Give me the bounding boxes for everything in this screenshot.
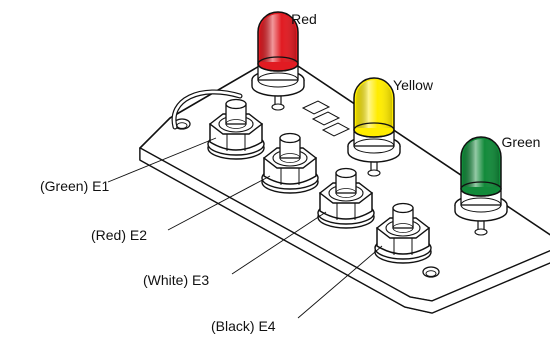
labels: Red Yellow Green (Green) E1 (Red) E2 (Wh… — [40, 11, 540, 334]
terminal-e3 — [317, 167, 375, 229]
terminal-e1 — [207, 98, 265, 160]
lamp-red — [251, 11, 305, 111]
leader-line-e2 — [167, 175, 271, 231]
lamp-label-yellow: Yellow — [393, 77, 434, 93]
terminal-label-e3: (White) E3 — [143, 272, 209, 288]
leader-line-e3 — [231, 211, 327, 275]
leader-line-e1 — [107, 137, 217, 183]
terminals — [207, 98, 432, 264]
lamp-yellow — [347, 77, 401, 177]
lamp-green — [454, 136, 508, 236]
lamp-label-green: Green — [502, 134, 541, 150]
terminal-label-e2: (Red) E2 — [91, 227, 147, 243]
terminal-label-e1: (Green) E1 — [40, 178, 109, 194]
terminal-e4 — [374, 202, 432, 264]
leader-lines — [107, 137, 383, 319]
terminal-label-e4: (Black) E4 — [211, 318, 276, 334]
lamp-label-red: Red — [291, 11, 317, 27]
lamps — [251, 11, 508, 236]
terminal-e2 — [261, 132, 319, 194]
leader-line-e4 — [297, 245, 383, 319]
